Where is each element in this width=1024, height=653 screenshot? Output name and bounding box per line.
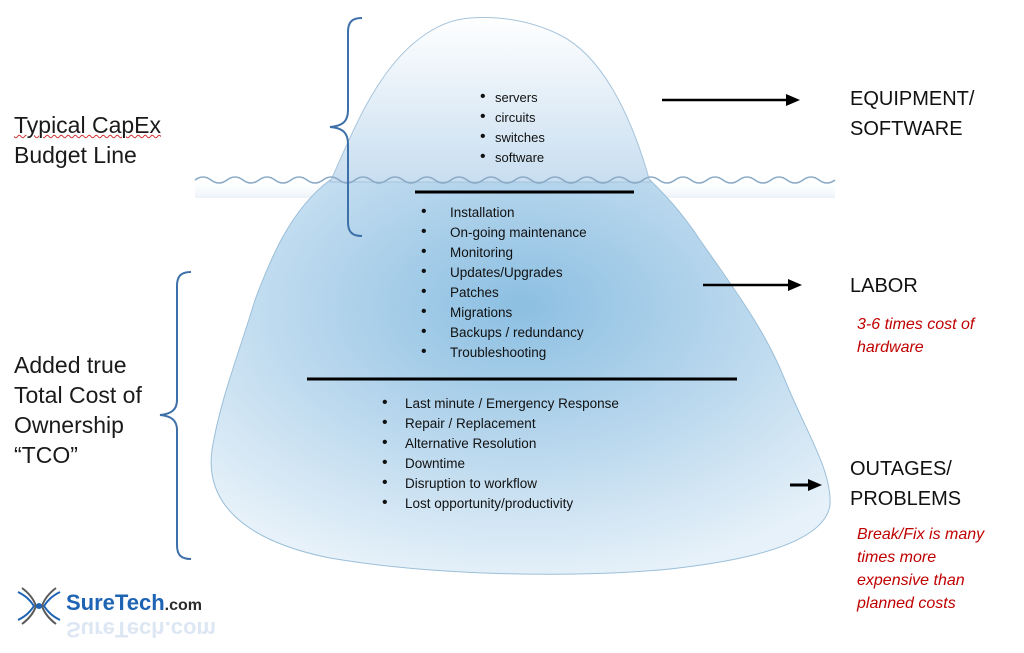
equipment-label-line1: EQUIPMENT/: [850, 88, 975, 110]
outages-note-line2: times more: [857, 549, 937, 566]
outages-note-line1: Break/Fix is many: [857, 526, 985, 543]
list-item: servers: [480, 87, 545, 108]
outages-note-line3: expensive than: [857, 572, 965, 589]
list-item: Alternative Resolution: [380, 433, 619, 454]
list-item: Lost opportunity/productivity: [380, 493, 619, 514]
labor-arrow: [703, 279, 802, 291]
capex-bracket: [329, 17, 363, 237]
list-item: switches: [480, 127, 545, 148]
outages-arrow: [790, 479, 822, 491]
tip-item-list: servers circuits switches software: [480, 87, 545, 168]
problem-item-list: Last minute / Emergency Response Repair …: [380, 393, 619, 514]
tco-label-line3: Ownership: [14, 412, 124, 438]
water-line: [194, 176, 836, 184]
list-item: Backups / redundancy: [415, 322, 587, 343]
list-item: software: [480, 147, 545, 168]
capex-label-line2: Budget Line: [14, 142, 137, 168]
tco-bracket: [159, 271, 192, 560]
outages-label-line2: PROBLEMS: [850, 488, 962, 510]
labor-note-line1: 3-6 times cost of: [857, 316, 975, 333]
labor-note-line2: hardware: [857, 339, 924, 356]
equipment-arrow: [662, 94, 800, 106]
tco-label-line1: Added true: [14, 352, 127, 378]
list-item: Repair / Replacement: [380, 413, 619, 434]
list-item: Patches: [415, 282, 587, 303]
labor-label: LABOR: [850, 275, 918, 297]
list-item: Downtime: [380, 453, 619, 474]
tco-label: Added true Total Cost of Ownership “TCO”: [14, 350, 142, 470]
labor-item-list: Installation On-going maintenance Monito…: [415, 202, 587, 363]
list-item: Troubleshooting: [415, 342, 587, 363]
list-item: Disruption to workflow: [380, 473, 619, 494]
list-item: Migrations: [415, 302, 587, 323]
list-item: Monitoring: [415, 242, 587, 263]
equipment-label-line2: SOFTWARE: [850, 118, 963, 140]
suretech-logo: SureTech.com SureTech.com: [14, 582, 254, 642]
outages-note-line4: planned costs: [857, 595, 956, 612]
outages-note: Break/Fix is many times more expensive t…: [857, 523, 984, 615]
logo-part-sure: Sure: [66, 590, 115, 615]
outages-label: OUTAGES/ PROBLEMS: [850, 454, 961, 514]
equipment-label: EQUIPMENT/ SOFTWARE: [850, 84, 974, 144]
outages-label-line1: OUTAGES/: [850, 458, 952, 480]
logo-part-com: .com: [164, 597, 202, 614]
list-item: circuits: [480, 107, 545, 128]
logo-reflection: SureTech.com: [66, 617, 216, 642]
iceberg-submerged: [210, 179, 831, 575]
capex-label-line1: Typical CapEx: [14, 112, 162, 138]
logo-part-tech: Tech: [114, 590, 165, 615]
list-item: On-going maintenance: [415, 222, 587, 243]
logo-mark-icon: [17, 587, 61, 625]
capex-label: Typical CapEx Budget Line: [14, 110, 161, 170]
logo-wordmark: SureTech.com: [66, 590, 202, 616]
list-item: Installation: [415, 202, 587, 223]
tco-label-line2: Total Cost of: [14, 382, 142, 408]
tco-label-line4: “TCO”: [14, 442, 78, 468]
list-item: Updates/Upgrades: [415, 262, 587, 283]
labor-note: 3-6 times cost of hardware: [857, 313, 974, 359]
list-item: Last minute / Emergency Response: [380, 393, 619, 414]
